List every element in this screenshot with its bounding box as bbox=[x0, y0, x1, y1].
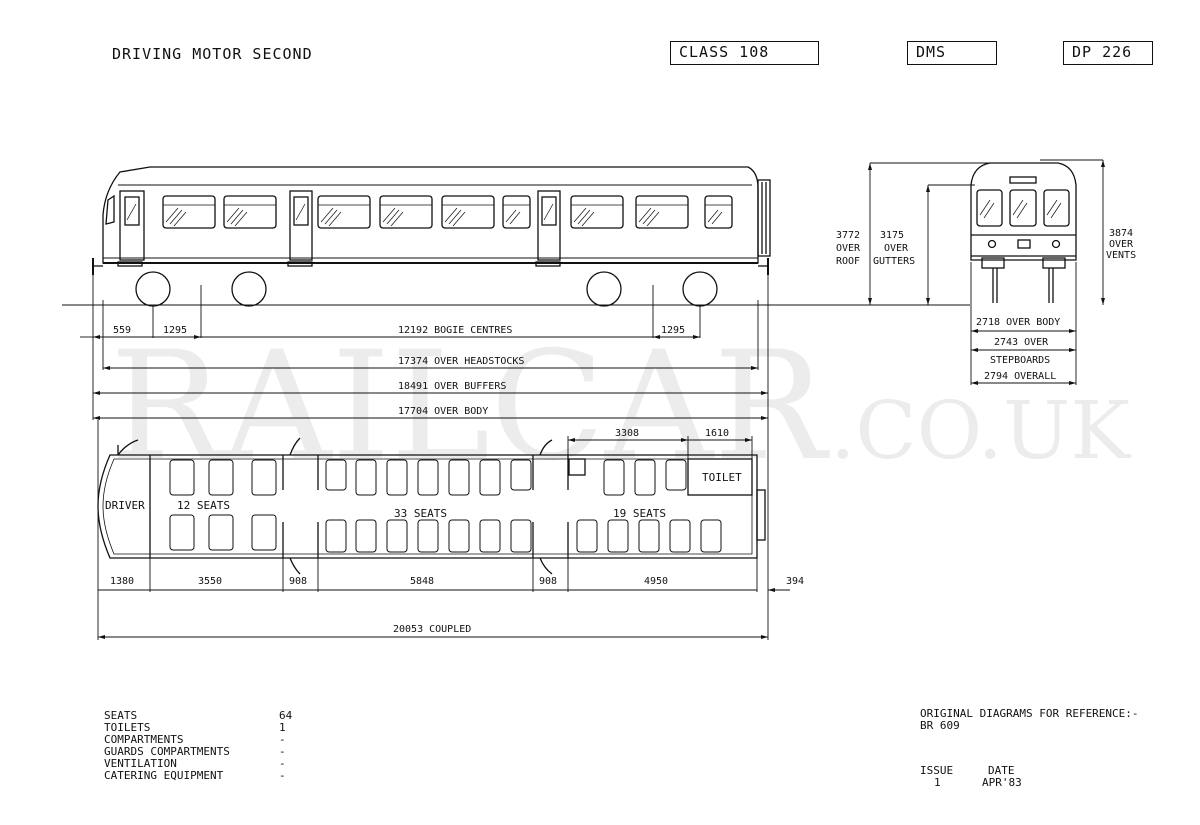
dim-over-body: 17704 OVER BODY bbox=[398, 406, 488, 417]
summary-value: 1 bbox=[279, 721, 286, 734]
summary-value: - bbox=[279, 769, 286, 782]
dim-roof-label: ROOF bbox=[836, 256, 860, 267]
end-view bbox=[868, 159, 1105, 385]
dim-5848: 5848 bbox=[410, 576, 434, 587]
summary-row: COMPARTMENTS - bbox=[104, 733, 286, 746]
watermark-main: RAILCAR bbox=[110, 320, 830, 494]
dim-3550: 3550 bbox=[198, 576, 222, 587]
summary-label: SEATS bbox=[104, 709, 138, 722]
dim-gutters-label: GUTTERS bbox=[873, 256, 915, 267]
reference-block: ORIGINAL DIAGRAMS FOR REFERENCE:- BR 609 bbox=[920, 708, 1139, 732]
dim-vents-value: 3874 bbox=[1109, 228, 1133, 239]
dim-buffer-overhang: 559 bbox=[113, 325, 131, 336]
issue-block: ISSUE DATE 1 APR'83 bbox=[920, 765, 1040, 789]
toilet-label: TOILET bbox=[702, 471, 742, 484]
plan-view-labels: DRIVER 12 SEATS 33 SEATS 19 SEATS TOILET… bbox=[105, 428, 804, 635]
dim-gutters-value: 3175 bbox=[880, 230, 904, 241]
seats-33-label: 33 SEATS bbox=[394, 507, 447, 520]
dim-908-left: 908 bbox=[289, 576, 307, 587]
class-box: CLASS 108 bbox=[670, 41, 819, 65]
dim-end-over-body: 2718 OVER BODY bbox=[976, 317, 1060, 328]
dim-roof-value: 3772 bbox=[836, 230, 860, 241]
seats-19-label: 19 SEATS bbox=[613, 507, 666, 520]
summary-label: VENTILATION bbox=[104, 757, 177, 770]
reference-diagram: BR 609 bbox=[920, 719, 960, 732]
summary-label: CATERING EQUIPMENT bbox=[104, 769, 224, 782]
dim-3308: 3308 bbox=[615, 428, 639, 439]
dim-vents-label: VENTS bbox=[1106, 250, 1136, 261]
dim-394: 394 bbox=[786, 576, 804, 587]
dim-bogie-centres: 12192 BOGIE CENTRES bbox=[398, 325, 512, 336]
plan-view bbox=[97, 420, 790, 640]
diagram-title: DRIVING MOTOR SECOND bbox=[112, 45, 313, 63]
date-label: DATE bbox=[988, 764, 1015, 777]
diagram-number-box: DP 226 bbox=[1063, 41, 1153, 65]
reference-heading: ORIGINAL DIAGRAMS FOR REFERENCE:- bbox=[920, 707, 1139, 720]
summary-table: SEATS 64 TOILETS 1 COMPARTMENTS - GUARDS… bbox=[104, 709, 292, 782]
summary-value: - bbox=[279, 745, 286, 758]
watermark-suffix: .CO.UK bbox=[830, 384, 1131, 477]
summary-row: TOILETS 1 bbox=[104, 721, 286, 734]
dim-over-headstocks: 17374 OVER HEADSTOCKS bbox=[398, 356, 524, 367]
summary-row: VENTILATION - bbox=[104, 757, 286, 770]
side-view-dimensions: 559 1295 12192 BOGIE CENTRES 1295 17374 … bbox=[113, 325, 685, 417]
dim-908-right: 908 bbox=[539, 576, 557, 587]
date-value: APR'83 bbox=[982, 776, 1022, 789]
dim-1610: 1610 bbox=[705, 428, 729, 439]
side-view bbox=[62, 166, 970, 420]
dim-overall: 2794 OVERALL bbox=[984, 371, 1056, 382]
issue-value: 1 bbox=[934, 776, 941, 789]
dim-4950: 4950 bbox=[644, 576, 668, 587]
dim-coupled: 20053 COUPLED bbox=[393, 624, 471, 635]
dim-stepboards-label: STEPBOARDS bbox=[990, 355, 1050, 366]
dim-over-buffers: 18491 OVER BUFFERS bbox=[398, 381, 506, 392]
dim-roof-over: OVER bbox=[836, 243, 861, 254]
driver-label: DRIVER bbox=[105, 499, 145, 512]
dim-bogie-left: 1295 bbox=[163, 325, 187, 336]
summary-row: GUARDS COMPARTMENTS - bbox=[104, 745, 286, 758]
dim-1380: 1380 bbox=[110, 576, 134, 587]
summary-label: COMPARTMENTS bbox=[104, 733, 184, 746]
summary-value: 64 bbox=[279, 709, 293, 722]
type-box: DMS bbox=[907, 41, 997, 65]
summary-label: TOILETS bbox=[104, 721, 151, 734]
dim-vents-over: OVER bbox=[1109, 239, 1134, 250]
summary-label: GUARDS COMPARTMENTS bbox=[104, 745, 230, 758]
seats-12-label: 12 SEATS bbox=[177, 499, 230, 512]
summary-value: - bbox=[279, 733, 286, 746]
dim-stepboards-value: 2743 OVER bbox=[994, 337, 1049, 348]
end-view-dimensions: 3772 OVER ROOF 3175 OVER GUTTERS 3874 OV… bbox=[836, 228, 1136, 382]
watermark: RAILCAR .CO.UK bbox=[110, 320, 1131, 494]
issue-label: ISSUE bbox=[920, 764, 954, 777]
summary-row: SEATS 64 bbox=[104, 709, 292, 722]
dim-gutters-over: OVER bbox=[884, 243, 909, 254]
summary-row: CATERING EQUIPMENT - bbox=[104, 769, 286, 782]
dim-bogie-right: 1295 bbox=[661, 325, 685, 336]
summary-value: - bbox=[279, 757, 286, 770]
